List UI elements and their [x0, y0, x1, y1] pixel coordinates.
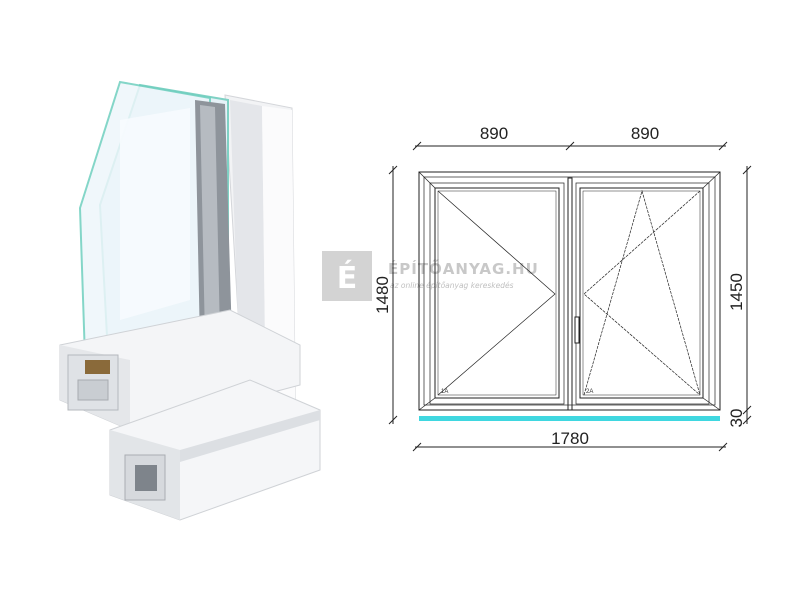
handle-icon: [574, 316, 580, 344]
right-sash-opening-lines: [583, 190, 701, 396]
sash-right-label: 2A: [586, 389, 593, 395]
left-sash-opening-lines: [437, 190, 556, 396]
sill-profile: [419, 416, 720, 421]
watermark-logo: [322, 251, 372, 301]
window-profile-render: [59, 80, 321, 521]
mullion: [567, 177, 573, 411]
dim-width-total: 1780: [551, 429, 589, 448]
dim-width-right: 890: [631, 124, 659, 143]
watermark-logo-letter: É: [337, 260, 358, 296]
dim-width-left: 890: [480, 124, 508, 143]
dim-height-total: 1480: [373, 276, 392, 314]
watermark: É ÉPÍTŐANYAG.HU az online építőanyag ker…: [322, 251, 539, 301]
left-sash: [429, 182, 565, 405]
right-sash-tilt-lines: [583, 189, 701, 396]
dim-height-frame: 1450: [727, 273, 746, 311]
sash-left-label: 1A: [441, 389, 448, 395]
watermark-brand: ÉPÍTŐANYAG.HU: [388, 258, 539, 278]
window-drawing: [388, 141, 752, 452]
right-sash: [575, 182, 710, 405]
watermark-tagline: az online építőanyag kereskedés: [390, 281, 514, 290]
dimension-labels: 890 890 1780 1480 1450 30 1A 2A: [373, 124, 746, 448]
dim-height-sill: 30: [727, 409, 746, 428]
outer-frame: [418, 171, 721, 411]
